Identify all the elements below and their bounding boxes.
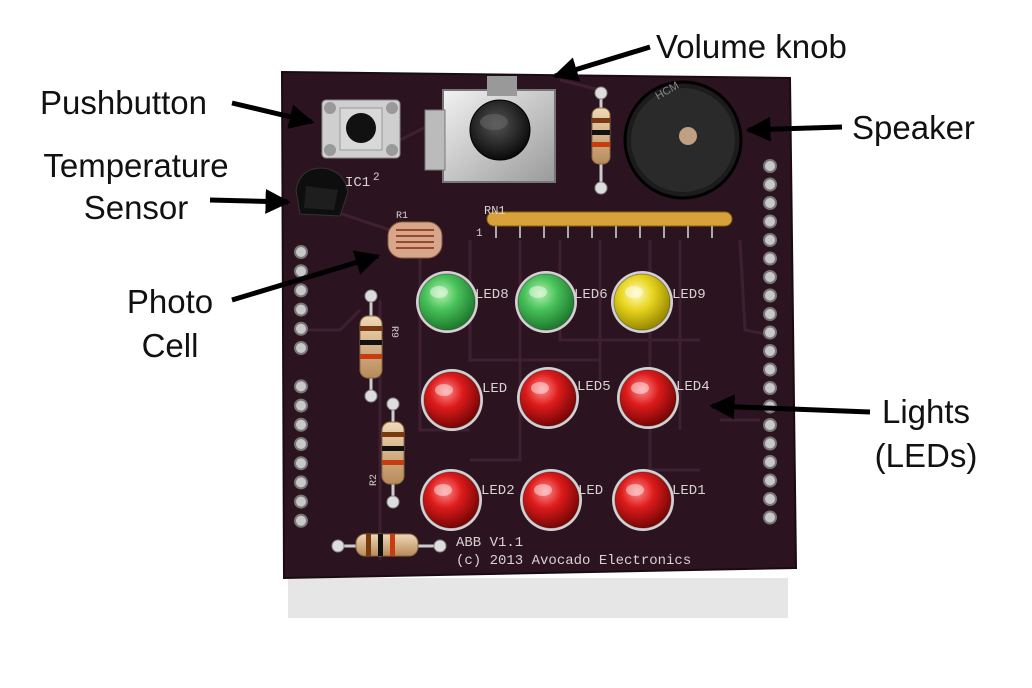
led-label: LED2 <box>481 483 515 499</box>
lights-callout-line2: (LEDs) <box>874 437 978 474</box>
led-label: LED <box>578 483 603 499</box>
photo-cell-callout-line2: Cell <box>141 327 199 364</box>
rn1-pin-label: 1 <box>476 228 483 240</box>
led-label: LED6 <box>574 287 608 303</box>
volume-knob[interactable] <box>424 76 556 183</box>
left-header-pins <box>294 245 308 528</box>
lights-arrow <box>709 394 871 420</box>
header-pin <box>294 437 308 451</box>
r9-label: R9 <box>388 326 399 338</box>
header-pin <box>763 159 777 173</box>
header-pin <box>763 436 777 451</box>
header-pin <box>763 325 777 340</box>
led-label: LED8 <box>475 287 509 303</box>
temperature-sensor <box>295 167 349 217</box>
led-led9 <box>611 271 673 333</box>
speaker-arrow <box>745 116 843 142</box>
header-pin <box>294 341 308 355</box>
header-pin <box>763 251 777 266</box>
led-led2 <box>420 469 482 531</box>
resistor-r2 <box>381 397 405 509</box>
speaker[interactable]: HCM <box>623 80 743 200</box>
temperature-sensor-arrow <box>209 188 291 214</box>
header-pin <box>763 307 777 321</box>
lights-callout-line1: Lights <box>881 393 971 430</box>
temperature-sensor-callout-line2: Sensor <box>83 189 189 226</box>
led-led6 <box>515 271 577 333</box>
led-label: LED5 <box>577 379 611 395</box>
temperature-sensor-callout-line1: Temperature <box>43 147 229 184</box>
callout-arrows <box>209 44 871 420</box>
volume-knob-callout: Volume knob <box>656 28 847 65</box>
board-shadow <box>288 578 788 618</box>
volume-knob-arrow <box>552 44 651 82</box>
ic-sub-label: 2 <box>373 172 380 184</box>
led-led5 <box>517 367 579 429</box>
silkscreen-copyright: (c) 2013 Avocado Electronics <box>456 553 691 569</box>
header-pin <box>763 177 777 192</box>
led-led-mid-left <box>421 369 483 431</box>
led-led-bottom-mid <box>520 469 582 531</box>
ic-label: IC1 <box>345 175 370 191</box>
resistor-r9 <box>359 289 383 403</box>
header-pin <box>294 475 308 490</box>
led-led8 <box>416 271 478 333</box>
led-label: LED9 <box>672 287 706 303</box>
photo-cell-callout-line1: Photo <box>126 283 214 320</box>
header-pin <box>294 513 308 528</box>
header-pin <box>294 302 308 317</box>
header-pin <box>294 398 308 413</box>
resistor-network <box>486 211 733 238</box>
header-pin <box>763 344 777 358</box>
header-pin <box>763 214 777 229</box>
header-pin <box>763 196 777 210</box>
header-pin <box>763 270 777 284</box>
resistor-bottom <box>331 533 447 557</box>
header-pin <box>294 494 308 509</box>
resistor-top <box>591 86 611 195</box>
led-label: LED1 <box>672 483 706 499</box>
header-pin <box>294 379 308 394</box>
header-pin <box>763 473 777 488</box>
led-label: LED <box>482 381 507 397</box>
header-pin <box>294 321 308 336</box>
photo-cell-arrow <box>231 250 381 303</box>
pushbutton[interactable] <box>321 99 401 159</box>
header-pin <box>294 417 308 432</box>
header-pin <box>763 362 777 377</box>
header-pin <box>763 492 777 506</box>
rn1-label: RN1 <box>484 204 506 218</box>
silkscreen-version: ABB V1.1 <box>456 535 523 551</box>
led-led1 <box>612 469 674 531</box>
header-pin <box>294 456 308 471</box>
header-pin <box>294 245 308 259</box>
pushbutton-callout: Pushbutton <box>40 84 207 121</box>
led-label: LED4 <box>676 379 710 395</box>
header-pin <box>763 233 777 247</box>
header-pin <box>763 510 777 525</box>
header-pin <box>763 288 777 303</box>
r2-label: R2 <box>369 474 380 486</box>
r1-label: R1 <box>396 211 408 222</box>
header-pin <box>763 455 777 469</box>
header-pin <box>763 381 777 395</box>
speaker-callout: Speaker <box>852 109 975 146</box>
pushbutton-arrow <box>231 100 315 129</box>
right-header-pins <box>763 159 777 525</box>
header-pin <box>763 418 777 432</box>
photo-cell <box>387 221 443 259</box>
header-pin <box>294 283 308 298</box>
led-led4 <box>617 367 679 429</box>
